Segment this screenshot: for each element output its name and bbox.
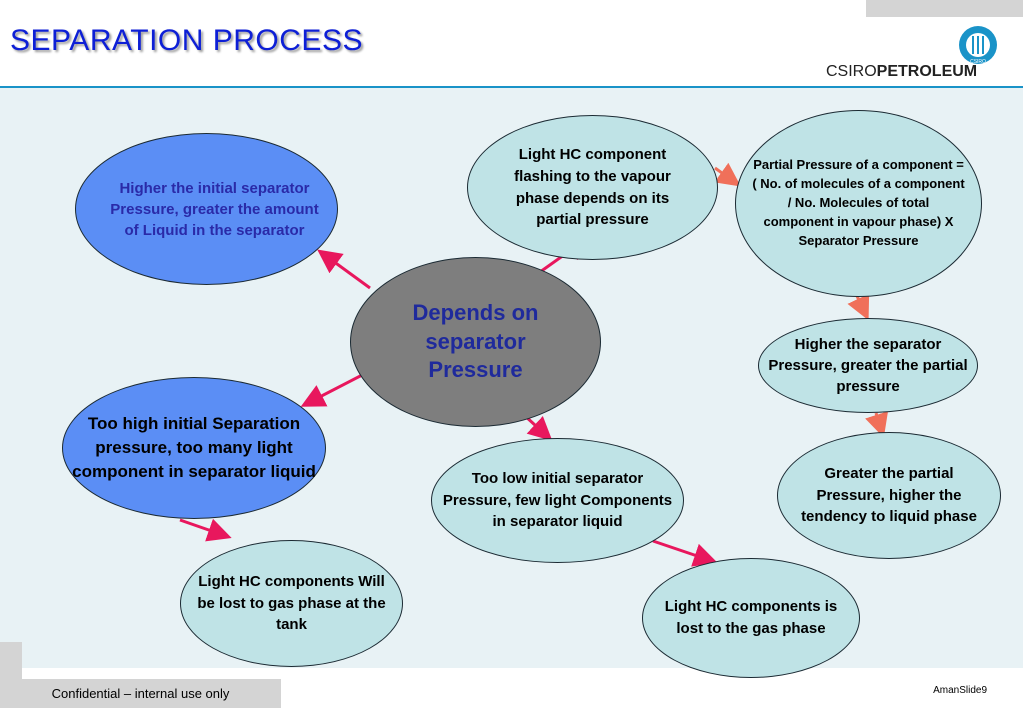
node-center-text: Depends on separator Pressure bbox=[412, 300, 539, 383]
node-lost-gas: Light HC components is lost to the gas p… bbox=[642, 558, 860, 678]
node-partial-pressure-definition: Partial Pressure of a component =( No. o… bbox=[735, 110, 982, 297]
node-center-pressure: Depends on separator Pressure bbox=[350, 257, 601, 427]
footer-confidential: Confidential – internal use only bbox=[0, 679, 281, 708]
node-higher-initial-pressure: Higher the initial separator Pressure, g… bbox=[75, 133, 338, 285]
slide-number: AmanSlide9 bbox=[933, 685, 987, 696]
brand-bold: PETROLEUM bbox=[876, 63, 978, 80]
brand-label: CSIROPETROLEUM bbox=[826, 63, 977, 81]
brand-light: CSIRO bbox=[826, 63, 877, 80]
corner-tab-top-right bbox=[866, 0, 1023, 17]
node-lost-gas-text: Light HC components is lost to the gas p… bbox=[664, 598, 838, 637]
csiro-logo-icon: CSIRO bbox=[959, 26, 997, 65]
node-flashing-text: Light HC component flashing to the vapou… bbox=[514, 146, 671, 229]
node-too-low-text: Too low initial separator Pressure, few … bbox=[442, 469, 673, 531]
logo-text: CSIRO bbox=[970, 59, 986, 65]
slide-title: SEPARATION PROCESS bbox=[10, 24, 363, 57]
node-greater-partial: Greater the partial Pressure, higher the… bbox=[777, 432, 1001, 559]
node-higher-partial: Higher the separator Pressure, greater t… bbox=[758, 318, 978, 413]
node-higher-partial-text: Higher the separator Pressure, greater t… bbox=[768, 336, 968, 395]
node-flashing: Light HC component flashing to the vapou… bbox=[467, 115, 718, 260]
footer-confidential-text: Confidential – internal use only bbox=[51, 686, 230, 701]
node-too-high-pressure: Too high initial Separation pressure, to… bbox=[62, 377, 326, 519]
node-too-high-text: Too high initial Separation pressure, to… bbox=[72, 414, 316, 481]
node-too-low-pressure: Too low initial separator Pressure, few … bbox=[431, 438, 684, 563]
node-higher-initial-text: Higher the initial separator Pressure, g… bbox=[110, 179, 319, 239]
header-divider bbox=[0, 86, 1023, 88]
node-greater-partial-text: Greater the partial Pressure, higher the… bbox=[801, 464, 977, 526]
node-lost-tank: Light HC components Will be lost to gas … bbox=[180, 540, 403, 667]
slide-header: SEPARATION PROCESS CSIRO CSIROPETROLEUM bbox=[0, 0, 1023, 88]
node-lost-tank-text: Light HC components Will be lost to gas … bbox=[197, 572, 386, 634]
node-partial-def-text: Partial Pressure of a component =( No. o… bbox=[752, 157, 965, 248]
